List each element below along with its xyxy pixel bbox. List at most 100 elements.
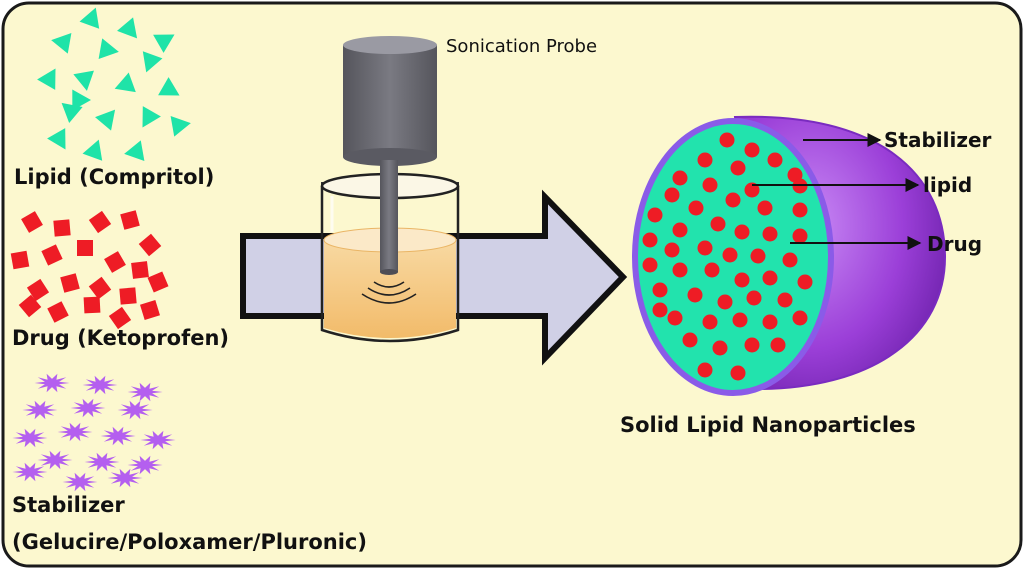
probe-tip [380, 269, 398, 275]
triangle-icon [37, 68, 56, 90]
diamond-icon [120, 210, 140, 230]
drug-dot [792, 310, 808, 326]
starburst-icon [127, 382, 163, 402]
triangle-icon [153, 34, 175, 53]
diamond-icon [131, 261, 149, 279]
diamond-icon [88, 276, 112, 300]
drug-dot [712, 340, 728, 356]
drug-dot [734, 272, 750, 288]
probe-head-bottom [343, 148, 437, 166]
diamond-icon [104, 251, 126, 273]
stabilizer-label-line1: Stabilizer [12, 493, 125, 517]
starburst-icon [57, 422, 93, 442]
drug-dot [688, 200, 704, 216]
drug-dot [746, 290, 762, 306]
drug-dot [697, 362, 713, 378]
drug-dot [744, 142, 760, 158]
callout-drug-label: Drug [927, 232, 982, 256]
sonication-waves [361, 281, 417, 304]
diamond-icon [53, 219, 71, 237]
stabilizer-starbursts [12, 373, 176, 492]
triangle-icon [51, 33, 72, 54]
drug-dot [762, 270, 778, 286]
beaker-walls [320, 186, 460, 343]
diamond-icon [119, 287, 137, 305]
beaker-liquid [324, 240, 456, 338]
diamond-icon [60, 273, 80, 293]
starburst-icon [62, 472, 98, 492]
triangle-icon [82, 139, 103, 161]
drug-dot [770, 337, 786, 353]
probe-head-top [343, 36, 437, 54]
starburst-icon [12, 428, 48, 448]
diamond-icon [21, 211, 43, 233]
diamond-icon [41, 244, 63, 266]
starburst-icon [127, 455, 163, 475]
drug-dots [642, 132, 813, 381]
starburst-icon [107, 468, 143, 488]
nanoparticle-title: Solid Lipid Nanoparticles [620, 413, 916, 437]
probe-shaft [380, 160, 398, 272]
drug-dot [710, 216, 726, 232]
drug-dot [642, 232, 658, 248]
starburst-icon [117, 400, 153, 420]
triangle-icon [73, 70, 94, 91]
triangle-icon [61, 102, 83, 123]
starburst-icon [140, 430, 176, 450]
drug-dot [777, 292, 793, 308]
drug-dot [717, 294, 733, 310]
starburst-icon [84, 452, 120, 472]
drug-dot [702, 314, 718, 330]
diamond-icon [47, 301, 69, 323]
diamond-icon [138, 233, 162, 257]
triangle-icon [158, 77, 180, 96]
drug-dot [667, 310, 683, 326]
probe-head [343, 45, 437, 157]
diamond-icon [108, 306, 132, 330]
sound-wave [361, 293, 417, 304]
drug-dot [697, 152, 713, 168]
drug-dot [797, 274, 813, 290]
sound-wave [373, 281, 405, 288]
drug-diamonds [10, 210, 169, 330]
triangle-icon [142, 51, 163, 73]
diamond-icon [26, 278, 50, 302]
triangle-icon [124, 140, 145, 161]
drug-dot [702, 177, 718, 193]
drug-dot [757, 200, 773, 216]
sonication-probe [343, 36, 437, 275]
triangle-icon [117, 17, 138, 39]
drug-dot [744, 337, 760, 353]
drug-dot [704, 262, 720, 278]
lipid-triangles [37, 7, 191, 161]
triangle-icon [170, 116, 191, 137]
diamond-icon [140, 300, 160, 320]
drug-dot [734, 224, 750, 240]
diamond-icon [18, 294, 42, 318]
drug-dot [782, 252, 798, 268]
drug-dot [682, 332, 698, 348]
stabilizer-label-line2: (Gelucire/Poloxamer/Pluronic) [12, 530, 367, 554]
drug-label: Drug (Ketoprofen) [12, 326, 229, 350]
drug-dot [725, 192, 741, 208]
callout-lipid-label: lipid [923, 173, 972, 197]
starburst-icon [34, 373, 70, 393]
lipid-label: Lipid (Compritol) [14, 165, 214, 189]
diamond-icon [88, 210, 112, 234]
triangle-icon [47, 128, 66, 150]
triangle-icon [79, 7, 100, 29]
diamond-icon [77, 240, 93, 256]
callout-stabilizer-label: Stabilizer [884, 128, 992, 152]
drug-dot [730, 365, 746, 381]
starburst-icon [70, 398, 106, 418]
drug-dot [792, 228, 808, 244]
drug-dot [792, 202, 808, 218]
drug-dot [719, 132, 735, 148]
drug-dot [652, 282, 668, 298]
drug-dot [722, 247, 738, 263]
triangle-icon [98, 38, 119, 59]
diamond-icon [147, 271, 169, 293]
diamond-icon [83, 296, 101, 314]
